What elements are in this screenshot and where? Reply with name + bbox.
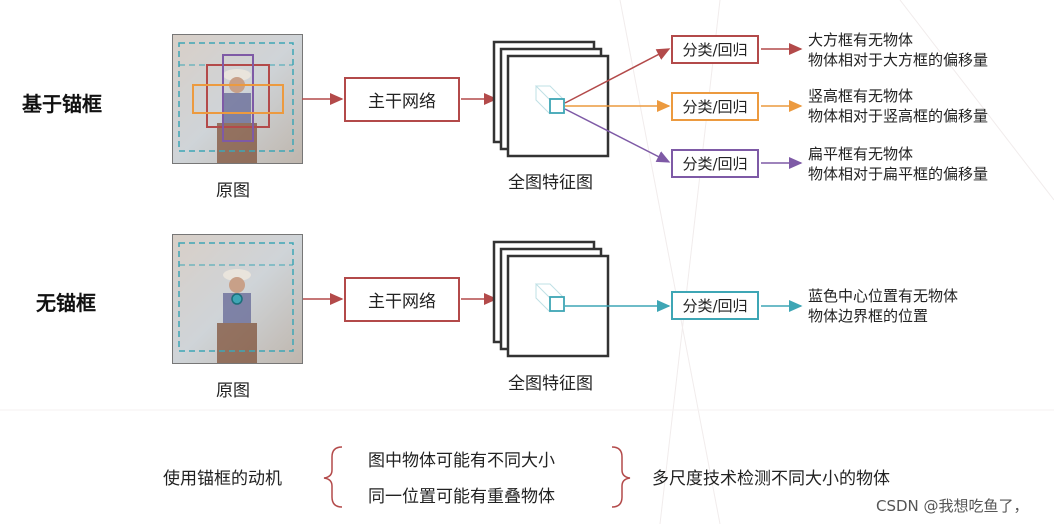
backbone-box-anchor-free: 主干网络 (344, 277, 460, 322)
output-line-2: 物体边界框的位置 (808, 307, 929, 325)
cls-reg-head-large-box: 分类/回归 (671, 35, 759, 64)
head-label: 分类/回归 (682, 297, 748, 315)
rider-photo-illustration (173, 235, 302, 363)
backbone-box-anchor: 主干网络 (344, 77, 460, 122)
output-text-tall-box: 竖高框有无物体 物体相对于竖高框的偏移量 (808, 86, 988, 126)
output-line-1: 大方框有无物体 (808, 31, 914, 49)
output-line-1: 蓝色中心位置有无物体 (808, 287, 959, 305)
original-image-anchor-free (172, 234, 303, 364)
cls-reg-head-tall-box: 分类/回归 (671, 92, 759, 121)
motivation-reason-1: 图中物体可能有不同大小 (368, 451, 555, 471)
output-text-center: 蓝色中心位置有无物体 物体边界框的位置 (808, 286, 958, 326)
caption-feature-map-anchor: 全图特征图 (508, 173, 593, 193)
output-line-2: 物体相对于大方框的偏移量 (808, 51, 989, 69)
cls-reg-head-flat-box: 分类/回归 (671, 149, 759, 178)
rider-photo-illustration (173, 35, 302, 163)
output-line-1: 扁平框有无物体 (808, 145, 914, 163)
output-line-2: 物体相对于竖高框的偏移量 (808, 107, 989, 125)
row-title-anchor-based: 基于锚框 (22, 92, 102, 116)
motivation-reason-2: 同一位置可能有重叠物体 (368, 487, 555, 507)
head-label: 分类/回归 (682, 98, 748, 116)
original-image-anchor (172, 34, 303, 164)
cls-reg-head-center: 分类/回归 (671, 291, 759, 320)
caption-feature-map-anchor-free: 全图特征图 (508, 374, 593, 394)
output-text-large-box: 大方框有无物体 物体相对于大方框的偏移量 (808, 30, 988, 70)
caption-original-image-anchor: 原图 (216, 181, 250, 201)
backbone-label: 主干网络 (368, 292, 436, 312)
head-label: 分类/回归 (682, 155, 748, 173)
caption-original-image-anchor-free: 原图 (216, 381, 250, 401)
output-line-1: 竖高框有无物体 (808, 87, 914, 105)
backbone-label: 主干网络 (368, 92, 436, 112)
watermark: CSDN @我想吃鱼了， (876, 497, 1029, 515)
output-text-flat-box: 扁平框有无物体 物体相对于扁平框的偏移量 (808, 144, 988, 184)
head-label: 分类/回归 (682, 41, 748, 59)
output-line-2: 物体相对于扁平框的偏移量 (808, 165, 989, 183)
motivation-conclusion: 多尺度技术检测不同大小的物体 (652, 469, 890, 489)
row-title-anchor-free: 无锚框 (36, 291, 96, 315)
motivation-label: 使用锚框的动机 (163, 469, 282, 489)
